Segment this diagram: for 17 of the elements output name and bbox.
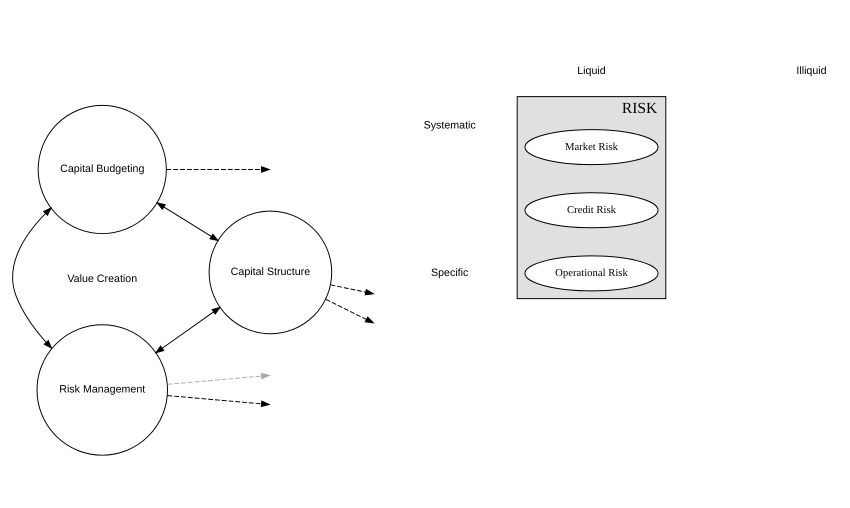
label: Systematic <box>424 118 476 131</box>
arrow <box>325 298 375 324</box>
arrow <box>167 372 271 384</box>
label: Illiquid <box>796 64 827 77</box>
node-ellipse: Market Risk <box>524 128 658 165</box>
label: Value Creation <box>67 272 138 284</box>
arrow <box>166 166 271 172</box>
arrow <box>156 202 220 241</box>
node-ellipse: Operational Risk <box>524 254 658 291</box>
arrow <box>12 206 53 349</box>
arrow <box>154 306 222 354</box>
arrow <box>167 394 271 407</box>
arrow <box>330 284 375 295</box>
node-ellipse: Credit Risk <box>524 192 658 228</box>
label: Specific <box>430 266 468 279</box>
label: Liquid <box>577 64 606 77</box>
node-circle: Risk Management <box>36 324 168 456</box>
